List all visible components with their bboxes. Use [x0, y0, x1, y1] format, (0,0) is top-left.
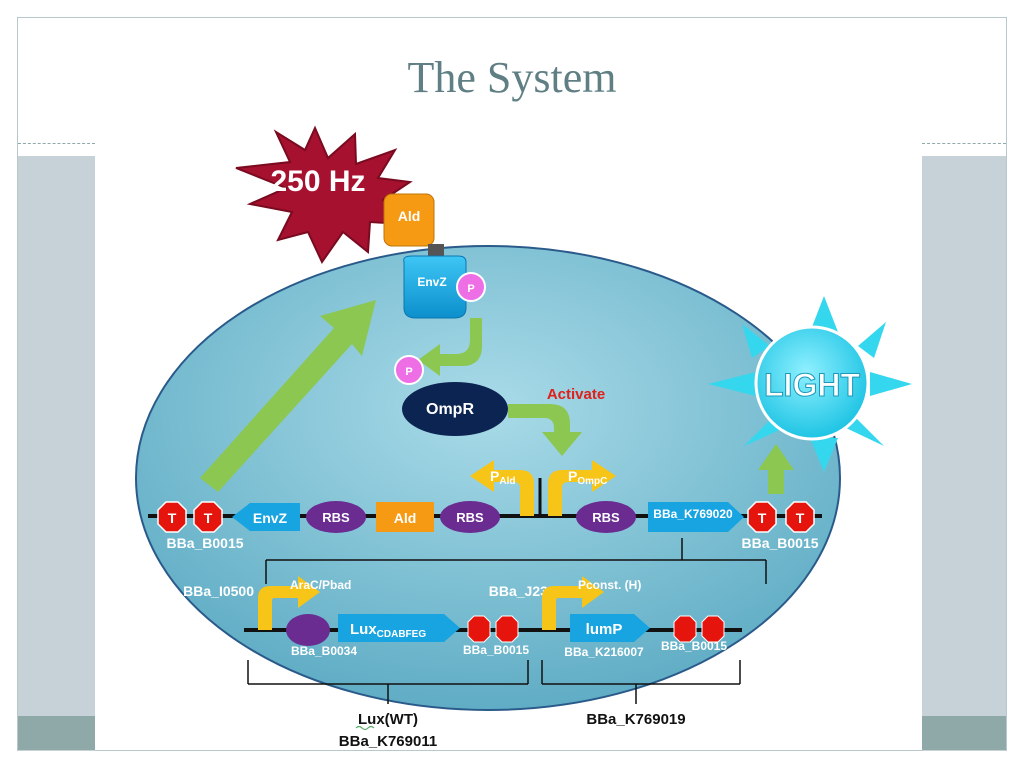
rbs-3 — [576, 501, 636, 533]
rbs-lower — [286, 614, 330, 646]
lux-operon-label: LuxCDABFEG — [350, 621, 426, 640]
terminator-lower-1-id: BBa_B0015 — [463, 643, 529, 657]
envz-receptor-label: EnvZ — [417, 275, 446, 289]
side-panel-right — [922, 156, 1006, 751]
phosphotransfer-arrow — [418, 318, 482, 376]
ald-gene — [376, 502, 434, 532]
side-footer-left — [18, 716, 95, 750]
lump-gene — [570, 614, 650, 642]
ompr-protein — [402, 382, 508, 436]
activate-arrow — [508, 404, 582, 456]
burst-label: 250 Hz — [270, 165, 365, 198]
lux-operon — [338, 614, 460, 642]
rbs-1 — [306, 501, 366, 533]
activate-label: Activate — [547, 386, 605, 403]
promoter-ompc — [548, 460, 616, 516]
ald-gene-label: Ald — [394, 510, 417, 526]
terminator-right-id: BBa_B0015 — [741, 535, 818, 551]
divider-right — [922, 143, 1006, 144]
terminator-left-1 — [157, 501, 187, 533]
slide-title: The System — [407, 53, 617, 102]
phosphate-ompr — [394, 355, 424, 385]
phosphate-envz — [456, 272, 486, 302]
promoter-1-name: AraC/Pbad — [290, 578, 351, 592]
envz-gene — [232, 503, 300, 531]
phosphate-ompr-label: P — [405, 366, 412, 378]
ompr-label: OmpR — [426, 401, 474, 418]
rbs-3-label: RBS — [592, 510, 620, 525]
side-footer-right — [922, 716, 1006, 750]
terminator-left-2-label: T — [204, 510, 213, 526]
bracket-lux-name: Lux(WT) — [358, 711, 418, 728]
terminator-lower-2-id: BBa_B0015 — [661, 639, 727, 653]
bottom-brackets — [247, 660, 741, 704]
promoter-constitutive — [542, 576, 604, 630]
terminator-right-2 — [785, 501, 815, 533]
light-output — [708, 296, 912, 472]
bracket-right-id: BBa_K769019 — [586, 711, 685, 728]
promoter-1-id: BBa_I0500 — [183, 583, 254, 599]
light-label: LIGHT — [764, 367, 860, 403]
rbs-1-label: RBS — [322, 510, 350, 525]
signal-arrow — [200, 300, 376, 492]
terminator-lower-1b — [495, 615, 519, 643]
reporter-expansion-lines — [265, 538, 767, 584]
terminator-lower-1a — [467, 615, 491, 643]
rbs-2-label: RBS — [456, 510, 484, 525]
terminator-right-2-label: T — [796, 510, 805, 526]
bracket-lux-id: BBa_K769011 — [339, 733, 437, 750]
terminator-left-2 — [193, 501, 223, 533]
reporter-gene — [648, 502, 744, 532]
ald-sensor-label: Ald — [398, 208, 421, 224]
terminator-right-1 — [747, 501, 777, 533]
promoter-2-name: Pconst. (H) — [578, 578, 641, 592]
side-panel-left — [18, 156, 95, 751]
rbs-lower-id: BBa_B0034 — [291, 644, 357, 658]
slide-frame — [17, 17, 1007, 751]
envz-gene-label: EnvZ — [253, 510, 288, 526]
output-arrow — [758, 444, 794, 494]
terminator-lower-2b — [701, 615, 725, 643]
promoter-ompc-label: POmpC — [568, 468, 607, 487]
terminator-left-id: BBa_B0015 — [166, 535, 243, 551]
phosphate-envz-label: P — [467, 283, 474, 295]
terminator-right-1-label: T — [758, 510, 767, 526]
reporter-gene-label: BBa_K769020 — [653, 507, 733, 521]
ald-sensor — [383, 193, 435, 247]
terminator-left-1-label: T — [168, 510, 177, 526]
lump-gene-id: BBa_K216007 — [564, 645, 644, 659]
envz-receptor — [403, 255, 467, 319]
promoter-ald — [470, 460, 534, 516]
promoter-ald-label: PAld — [490, 468, 515, 487]
divider-left — [18, 143, 95, 144]
spell-underline — [355, 725, 375, 731]
terminator-lower-2a — [673, 615, 697, 643]
burst-shape — [235, 125, 413, 264]
lump-gene-label: lumP — [586, 621, 623, 638]
rbs-2 — [440, 501, 500, 533]
promoter-arac-pbad — [258, 576, 320, 630]
